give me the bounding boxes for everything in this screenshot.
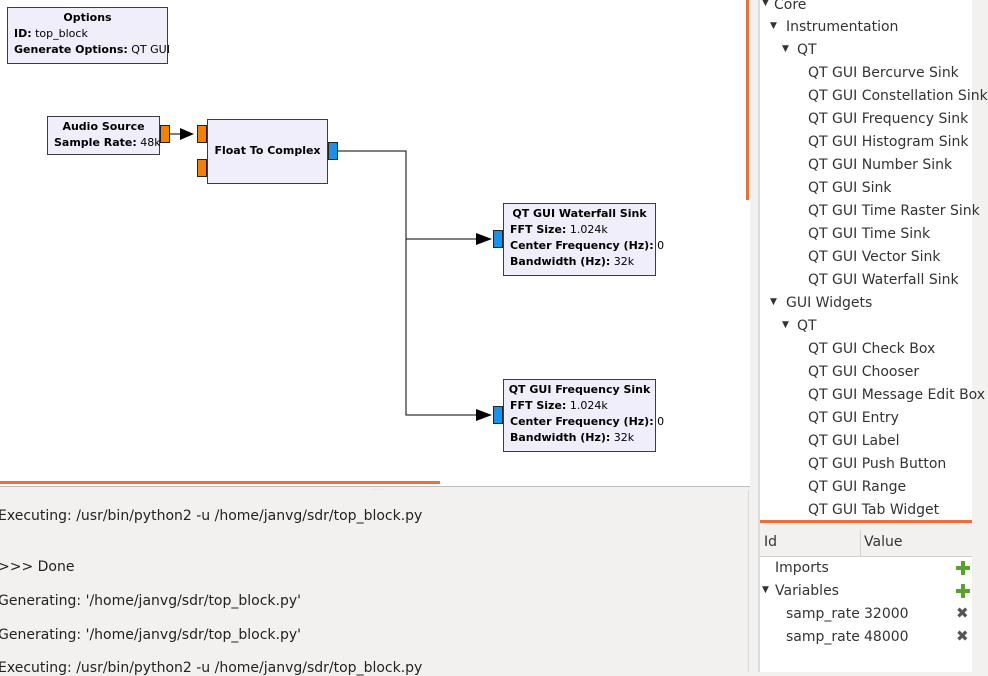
block-title: QT GUI Waterfall Sink [512, 207, 647, 220]
expand-arrow-icon[interactable]: ▼ [782, 44, 789, 54]
add-variable-icon[interactable] [956, 584, 970, 598]
tree-item[interactable]: QT GUI Histogram Sink [808, 134, 969, 150]
frequency-sink-block[interactable]: QT GUI Frequency Sink FFT Size: 1.024k C… [503, 379, 665, 452]
block-title: Audio Source [62, 120, 145, 133]
block-title: QT GUI Frequency Sink [508, 383, 651, 396]
tree-item[interactable]: QT GUI Frequency Sink [808, 111, 969, 127]
tree-item[interactable]: QT GUI Time Sink [808, 226, 931, 242]
tree-category-qt[interactable]: QT [797, 42, 817, 58]
tree-item[interactable]: QT GUI Sink [808, 180, 892, 196]
variable-id[interactable]: samp_rate [786, 606, 860, 622]
column-header-value[interactable]: Value [864, 534, 903, 550]
column-header-id[interactable]: Id [764, 534, 778, 550]
tree-item[interactable]: QT GUI Number Sink [808, 157, 953, 173]
pane-divider[interactable] [758, 0, 760, 672]
connection-wires [170, 128, 492, 421]
tree-item[interactable]: QT GUI Vector Sink [808, 249, 941, 265]
expand-arrow-icon[interactable]: ▼ [762, 585, 769, 595]
pane-divider [750, 0, 758, 490]
console-line: Executing: /usr/bin/python2 -u /home/jan… [0, 660, 423, 676]
block-param-center-frequency: Center Frequency (Hz): 0 [510, 239, 665, 252]
tree-category-gui-widgets[interactable]: GUI Widgets [786, 295, 873, 311]
tree-item[interactable]: QT GUI Range [808, 479, 907, 495]
block-param-id: ID: top_block [14, 27, 88, 40]
delete-variable-icon[interactable]: ✖ [956, 627, 969, 645]
tree-item[interactable]: QT GUI Chooser [808, 364, 920, 380]
block-param-fft-size: FFT Size: 1.024k [510, 399, 608, 412]
options-block[interactable]: Options ID: top_block Generate Options: … [7, 7, 170, 64]
block-title: Float To Complex [214, 144, 321, 157]
float-to-complex-in-port-im[interactable] [197, 159, 207, 177]
float-to-complex-out-port[interactable] [328, 142, 338, 160]
frequency-sink-in-port[interactable] [493, 406, 503, 424]
flowgraph-canvas[interactable]: Options ID: top_block Generate Options: … [0, 0, 751, 487]
audio-source-out-port[interactable] [160, 125, 170, 143]
block-param-center-frequency: Center Frequency (Hz): 0 [510, 415, 665, 428]
expand-arrow-icon[interactable]: ▼ [770, 297, 777, 307]
tree-item[interactable]: QT GUI Constellation Sink [808, 88, 988, 104]
canvas-vertical-scrollbar[interactable] [746, 0, 749, 200]
tree-category-qt[interactable]: QT [797, 318, 817, 334]
arrowhead [476, 409, 492, 421]
tree-item[interactable]: QT GUI Tab Widget [808, 502, 940, 518]
arrowhead [180, 128, 194, 140]
tree-category-core[interactable]: Core [774, 0, 807, 13]
block-param-generate-options: Generate Options: QT GUI [14, 43, 170, 56]
block-library-tree[interactable]: ▼ Core ▼ Instrumentation ▼ QT QT GUI Ber… [760, 0, 988, 520]
audio-source-block[interactable]: Audio Source Sample Rate: 48k [47, 116, 161, 155]
expand-arrow-icon[interactable]: ▼ [770, 21, 777, 31]
arrowhead [476, 233, 492, 245]
block-param-sample-rate: Sample Rate: 48k [54, 136, 161, 149]
tree-item[interactable]: QT GUI Push Button [808, 456, 947, 472]
block-param-fft-size: FFT Size: 1.024k [510, 223, 608, 236]
console-line: Executing: /usr/bin/python2 -u /home/jan… [0, 508, 423, 524]
tree-item[interactable]: QT GUI Time Raster Sink [808, 203, 980, 219]
waterfall-sink-block[interactable]: QT GUI Waterfall Sink FFT Size: 1.024k C… [503, 203, 665, 276]
console-line: >>> Done [0, 559, 75, 575]
block-title: Options [63, 11, 112, 24]
expand-arrow-icon[interactable]: ▼ [782, 320, 789, 330]
tree-horizontal-scrollbar[interactable] [760, 520, 972, 523]
block-param-bandwidth: Bandwidth (Hz): 32k [510, 255, 635, 268]
console-output[interactable]: Executing: /usr/bin/python2 -u /home/jan… [0, 490, 754, 676]
variable-id[interactable]: samp_rate [786, 629, 860, 645]
variables-panel[interactable]: Id Value Imports ▼ Variables samp_rate 3… [760, 530, 972, 672]
delete-variable-icon[interactable]: ✖ [956, 604, 969, 622]
variables-header: Id Value [760, 530, 972, 557]
tree-item[interactable]: QT GUI Check Box [808, 341, 936, 357]
console-scrollbar[interactable] [748, 490, 755, 672]
tree-category-instrumentation[interactable]: Instrumentation [786, 19, 899, 35]
variables-row[interactable]: Variables [775, 583, 839, 599]
float-to-complex-block[interactable]: Float To Complex [207, 119, 328, 184]
add-import-icon[interactable] [956, 561, 970, 575]
tree-item[interactable]: QT GUI Label [808, 433, 900, 449]
imports-row[interactable]: Imports [775, 560, 829, 576]
variable-value[interactable]: 32000 [864, 606, 909, 622]
expand-arrow-icon[interactable]: ▼ [762, 0, 769, 8]
block-param-bandwidth: Bandwidth (Hz): 32k [510, 431, 635, 444]
column-separator[interactable] [860, 530, 861, 556]
tree-item[interactable]: QT GUI Message Edit Box [808, 387, 986, 403]
variable-value[interactable]: 48000 [864, 629, 909, 645]
tree-item[interactable]: QT GUI Entry [808, 410, 899, 426]
canvas-horizontal-scrollbar[interactable] [0, 481, 440, 484]
console-line: Generating: '/home/janvg/sdr/top_block.p… [0, 593, 302, 609]
tree-item[interactable]: QT GUI Waterfall Sink [808, 272, 959, 288]
waterfall-sink-in-port[interactable] [493, 230, 503, 248]
console-line: Generating: '/home/janvg/sdr/top_block.p… [0, 627, 302, 643]
tree-item[interactable]: QT GUI Bercurve Sink [808, 65, 959, 81]
float-to-complex-in-port-re[interactable] [197, 125, 207, 143]
